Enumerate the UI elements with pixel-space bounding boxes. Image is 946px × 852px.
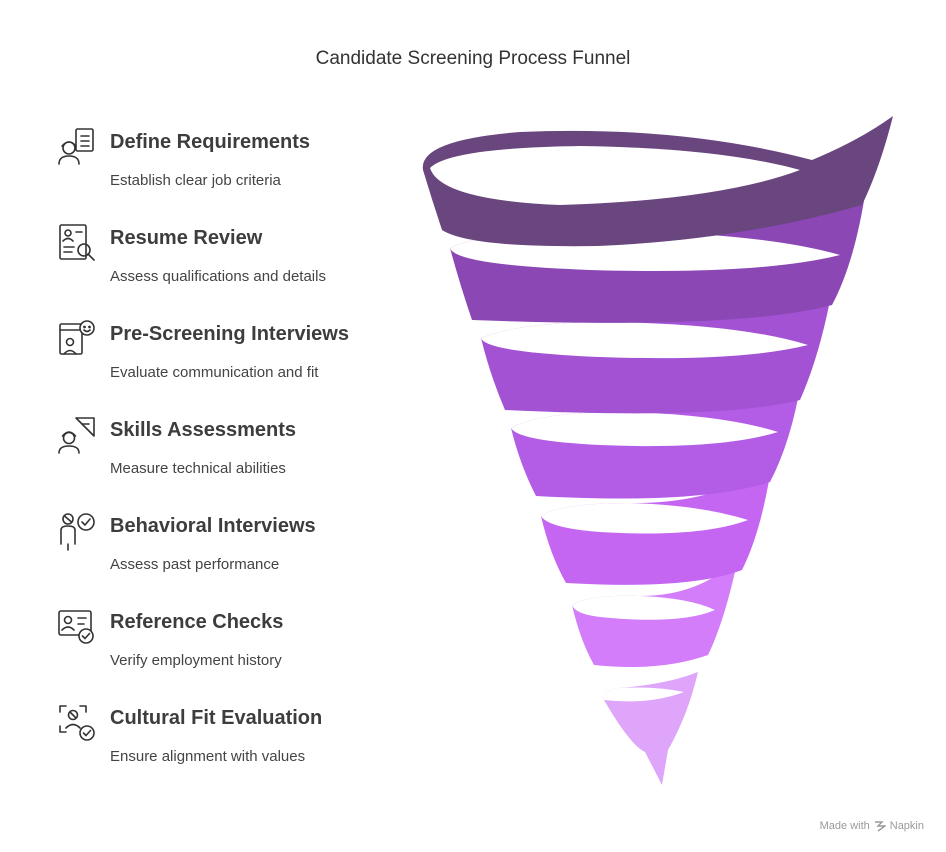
funnel-ring-inner-3: [481, 322, 808, 359]
step-title: Cultural Fit Evaluation: [110, 707, 323, 729]
credit-brand: Napkin: [889, 820, 924, 832]
step-cultural-fit-evaluation: Cultural Fit Evaluation Ensure alignment…: [56, 702, 436, 782]
step-title: Behavioral Interviews: [110, 515, 316, 537]
funnel-ring-inner-5: [541, 503, 748, 534]
step-skills-assessments: Skills Assessments Measure technical abi…: [56, 414, 436, 494]
step-define-requirements: Define Requirements Establish clear job …: [56, 126, 436, 206]
step-description: Establish clear job criteria: [110, 172, 281, 189]
step-pre-screening-interviews: Pre-Screening Interviews Evaluate commun…: [56, 318, 436, 398]
resume-search-icon: [56, 222, 98, 264]
page-title: Candidate Screening Process Funnel: [315, 48, 631, 69]
person-check-icon: [56, 510, 98, 552]
step-reference-checks: Reference Checks Verify employment histo…: [56, 606, 436, 686]
step-title: Pre-Screening Interviews: [110, 323, 349, 345]
interview-chat-icon: [56, 318, 98, 360]
credit-prefix: Made with: [819, 820, 870, 832]
napkin-logo-icon: [874, 821, 886, 832]
step-description: Assess qualifications and details: [110, 268, 326, 285]
funnel-ring-inner-6: [572, 595, 715, 620]
step-title: Reference Checks: [110, 611, 284, 633]
step-description: Assess past performance: [110, 556, 280, 573]
worker-clipboard-icon: [56, 126, 98, 168]
funnel-segment-1: [422, 116, 893, 247]
id-card-check-icon: [56, 606, 98, 648]
step-description: Ensure alignment with values: [110, 748, 306, 765]
worker-triangle-icon: [56, 414, 98, 456]
person-focus-check-icon: [56, 702, 98, 744]
step-description: Verify employment history: [110, 652, 282, 669]
napkin-credit: Made with Napkin: [820, 820, 924, 832]
step-title: Resume Review: [110, 227, 263, 249]
funnel-segment-6: [572, 558, 738, 668]
funnel-segment-3: [481, 290, 832, 414]
step-behavioral-interviews: Behavioral Interviews Assess past perfor…: [56, 510, 436, 590]
step-title: Define Requirements: [110, 131, 311, 153]
funnel-ring-inner-4: [511, 412, 778, 447]
step-description: Evaluate communication and fit: [110, 364, 319, 381]
funnel-segment-7: [603, 672, 698, 785]
step-title: Skills Assessments: [110, 419, 297, 441]
step-description: Measure technical abilities: [110, 460, 286, 477]
funnel-ring-inner-7: [603, 687, 684, 702]
step-resume-review: Resume Review Assess qualifications and …: [56, 222, 436, 302]
funnel-ring-inner-1: [430, 146, 800, 205]
